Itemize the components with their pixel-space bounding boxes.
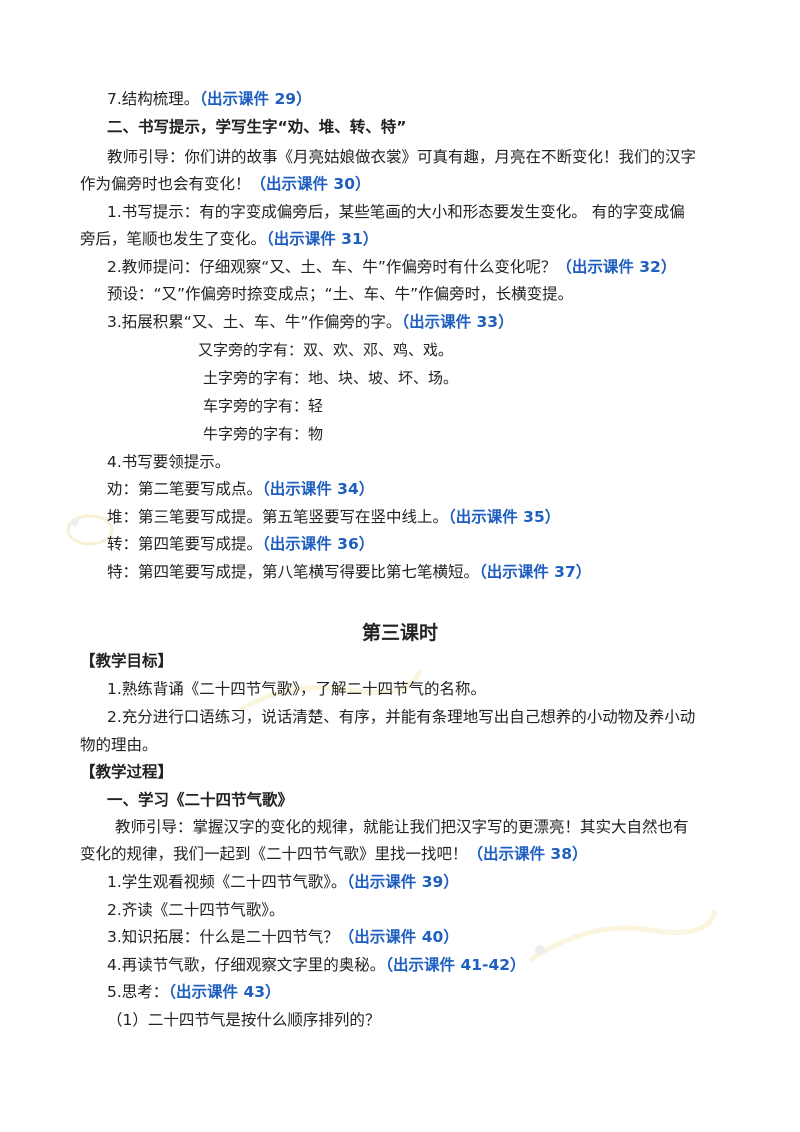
courseware-ref: （出示课件 38） <box>467 845 588 863</box>
line-text: 变化的规律，我们一起到《二十四节气歌》里找一找吧！ <box>80 845 468 863</box>
courseware-ref: （出示课件 41-42） <box>385 956 526 974</box>
radical-list-item: 又字旁的字有：双、欢、邓、鸡、戏。 <box>198 341 454 359</box>
radical-list-item: 牛字旁的字有：物 <box>203 425 324 443</box>
line-text: 7.结构梳理。 <box>107 90 200 108</box>
line-text: 3.拓展积累“又、土、车、牛”作偏旁的字。 <box>107 313 402 331</box>
line-text: 2.教师提问：仔细观察“又、土、车、牛”作偏旁时有什么变化呢？ <box>107 258 557 276</box>
paragraph-line: 转：第四笔要写成提。（出示课件 36） <box>107 533 374 555</box>
section-heading: 一、学习《二十四节气歌》 <box>107 791 294 809</box>
paragraph-line: 劝：第二笔要写成点。（出示课件 34） <box>107 478 374 500</box>
courseware-ref: （出示课件 34） <box>262 480 375 498</box>
paragraph-line: 4.再读节气歌，仔细观察文字里的奥秘。（出示课件 41-42） <box>107 954 526 976</box>
paragraph-line: 变化的规律，我们一起到《二十四节气歌》里找一找吧！（出示课件 38） <box>80 843 587 865</box>
courseware-ref: （出示课件 35） <box>448 508 561 526</box>
courseware-ref: （出示课件 33） <box>401 313 514 331</box>
line-text: 堆：第三笔要写成提。第五笔竖要写在竖中线上。 <box>107 508 449 526</box>
radical-list-item: 车字旁的字有：轻 <box>203 397 324 415</box>
courseware-ref: （出示课件 36） <box>262 535 375 553</box>
paragraph-line: 1.书写提示：有的字变成偏旁后，某些笔画的大小和形态要发生变化。 有的字变成偏 <box>107 203 685 221</box>
watermark-logo <box>66 514 114 546</box>
paragraph-line: 2.充分进行口语练习，说话清楚、有序，并能有条理地写出自己想养的小动物及养小动 <box>107 708 696 726</box>
paragraph-line: 旁后，笔顺也发生了变化。（出示课件 31） <box>80 228 378 250</box>
paragraph-line: 3.拓展积累“又、土、车、牛”作偏旁的字。（出示课件 33） <box>107 311 514 333</box>
paragraph-line: 作为偏旁时也会有变化！（出示课件 30） <box>80 173 370 195</box>
lesson-title: 第三课时 <box>361 622 438 644</box>
line-text: 1.学生观看视频《二十四节气歌》。 <box>107 873 347 891</box>
goals-heading: 【教学目标】 <box>80 652 174 670</box>
paragraph-line: 2.齐读《二十四节气歌》。 <box>107 901 285 919</box>
line-text: 特：第四笔要写成提，第八笔横写得要比第七笔横短。 <box>107 563 480 581</box>
watermark-logo <box>528 909 718 963</box>
step-7: 7.结构梳理。（出示课件 29） <box>107 88 312 110</box>
line-text: 4.再读节气歌，仔细观察文字里的奥秘。 <box>107 956 386 974</box>
courseware-ref: （出示课件 32） <box>556 258 677 276</box>
line-text: 旁后，笔顺也发生了变化。 <box>80 230 267 248</box>
paragraph-line: 3.知识拓展：什么是二十四节气？（出示课件 40） <box>107 926 459 948</box>
paragraph-line: 4.书写要领提示。 <box>107 453 231 471</box>
courseware-ref: （出示课件 40） <box>338 928 459 946</box>
courseware-ref: （出示课件 37） <box>479 563 592 581</box>
paragraph-line: 教师引导：你们讲的故事《月亮姑娘做衣裳》可真有趣，月亮在不断变化！我们的汉字 <box>107 148 697 166</box>
courseware-ref: （出示课件 43） <box>168 983 281 1001</box>
paragraph-line: 5.思考：（出示课件 43） <box>107 981 281 1003</box>
paragraph-line: 预设：“又”作偏旁时捺变成点；“土、车、牛”作偏旁时，长横变提。 <box>107 285 574 303</box>
courseware-ref: （出示课件 30） <box>250 175 371 193</box>
section-heading: 二、书写提示，学写生字“劝、堆、转、特” <box>107 118 407 136</box>
line-text: 3.知识拓展：什么是二十四节气？ <box>107 928 339 946</box>
line-text: 劝：第二笔要写成点。 <box>107 480 263 498</box>
paragraph-line: 物的理由。 <box>80 736 158 754</box>
line-text: 5.思考： <box>107 983 169 1001</box>
paragraph-line: 1.学生观看视频《二十四节气歌》。（出示课件 39） <box>107 871 459 893</box>
watermark-logo <box>238 669 423 713</box>
paragraph-line: 1.熟练背诵《二十四节气歌》，了解二十四节气的名称。 <box>107 680 487 698</box>
courseware-ref: （出示课件 31） <box>266 230 379 248</box>
paragraph-line: 堆：第三笔要写成提。第五笔竖要写在竖中线上。（出示课件 35） <box>107 506 560 528</box>
process-heading: 【教学过程】 <box>80 763 174 781</box>
line-text: 转：第四笔要写成提。 <box>107 535 263 553</box>
radical-list-item: 土字旁的字有：地、块、坡、坏、场。 <box>203 369 459 387</box>
paragraph-line: 2.教师提问：仔细观察“又、土、车、牛”作偏旁时有什么变化呢？（出示课件 32） <box>107 256 676 278</box>
paragraph-line: （1）二十四节气是按什么顺序排列的？ <box>107 1011 381 1029</box>
courseware-ref: （出示课件 29） <box>199 90 312 108</box>
paragraph-line: 特：第四笔要写成提，第八笔横写得要比第七笔横短。（出示课件 37） <box>107 561 591 583</box>
courseware-ref: （出示课件 39） <box>346 873 459 891</box>
paragraph-line: 教师引导：掌握汉字的变化的规律，就能让我们把汉字写的更漂亮！其实大自然也有 <box>115 818 689 836</box>
line-text: 作为偏旁时也会有变化！ <box>80 175 251 193</box>
